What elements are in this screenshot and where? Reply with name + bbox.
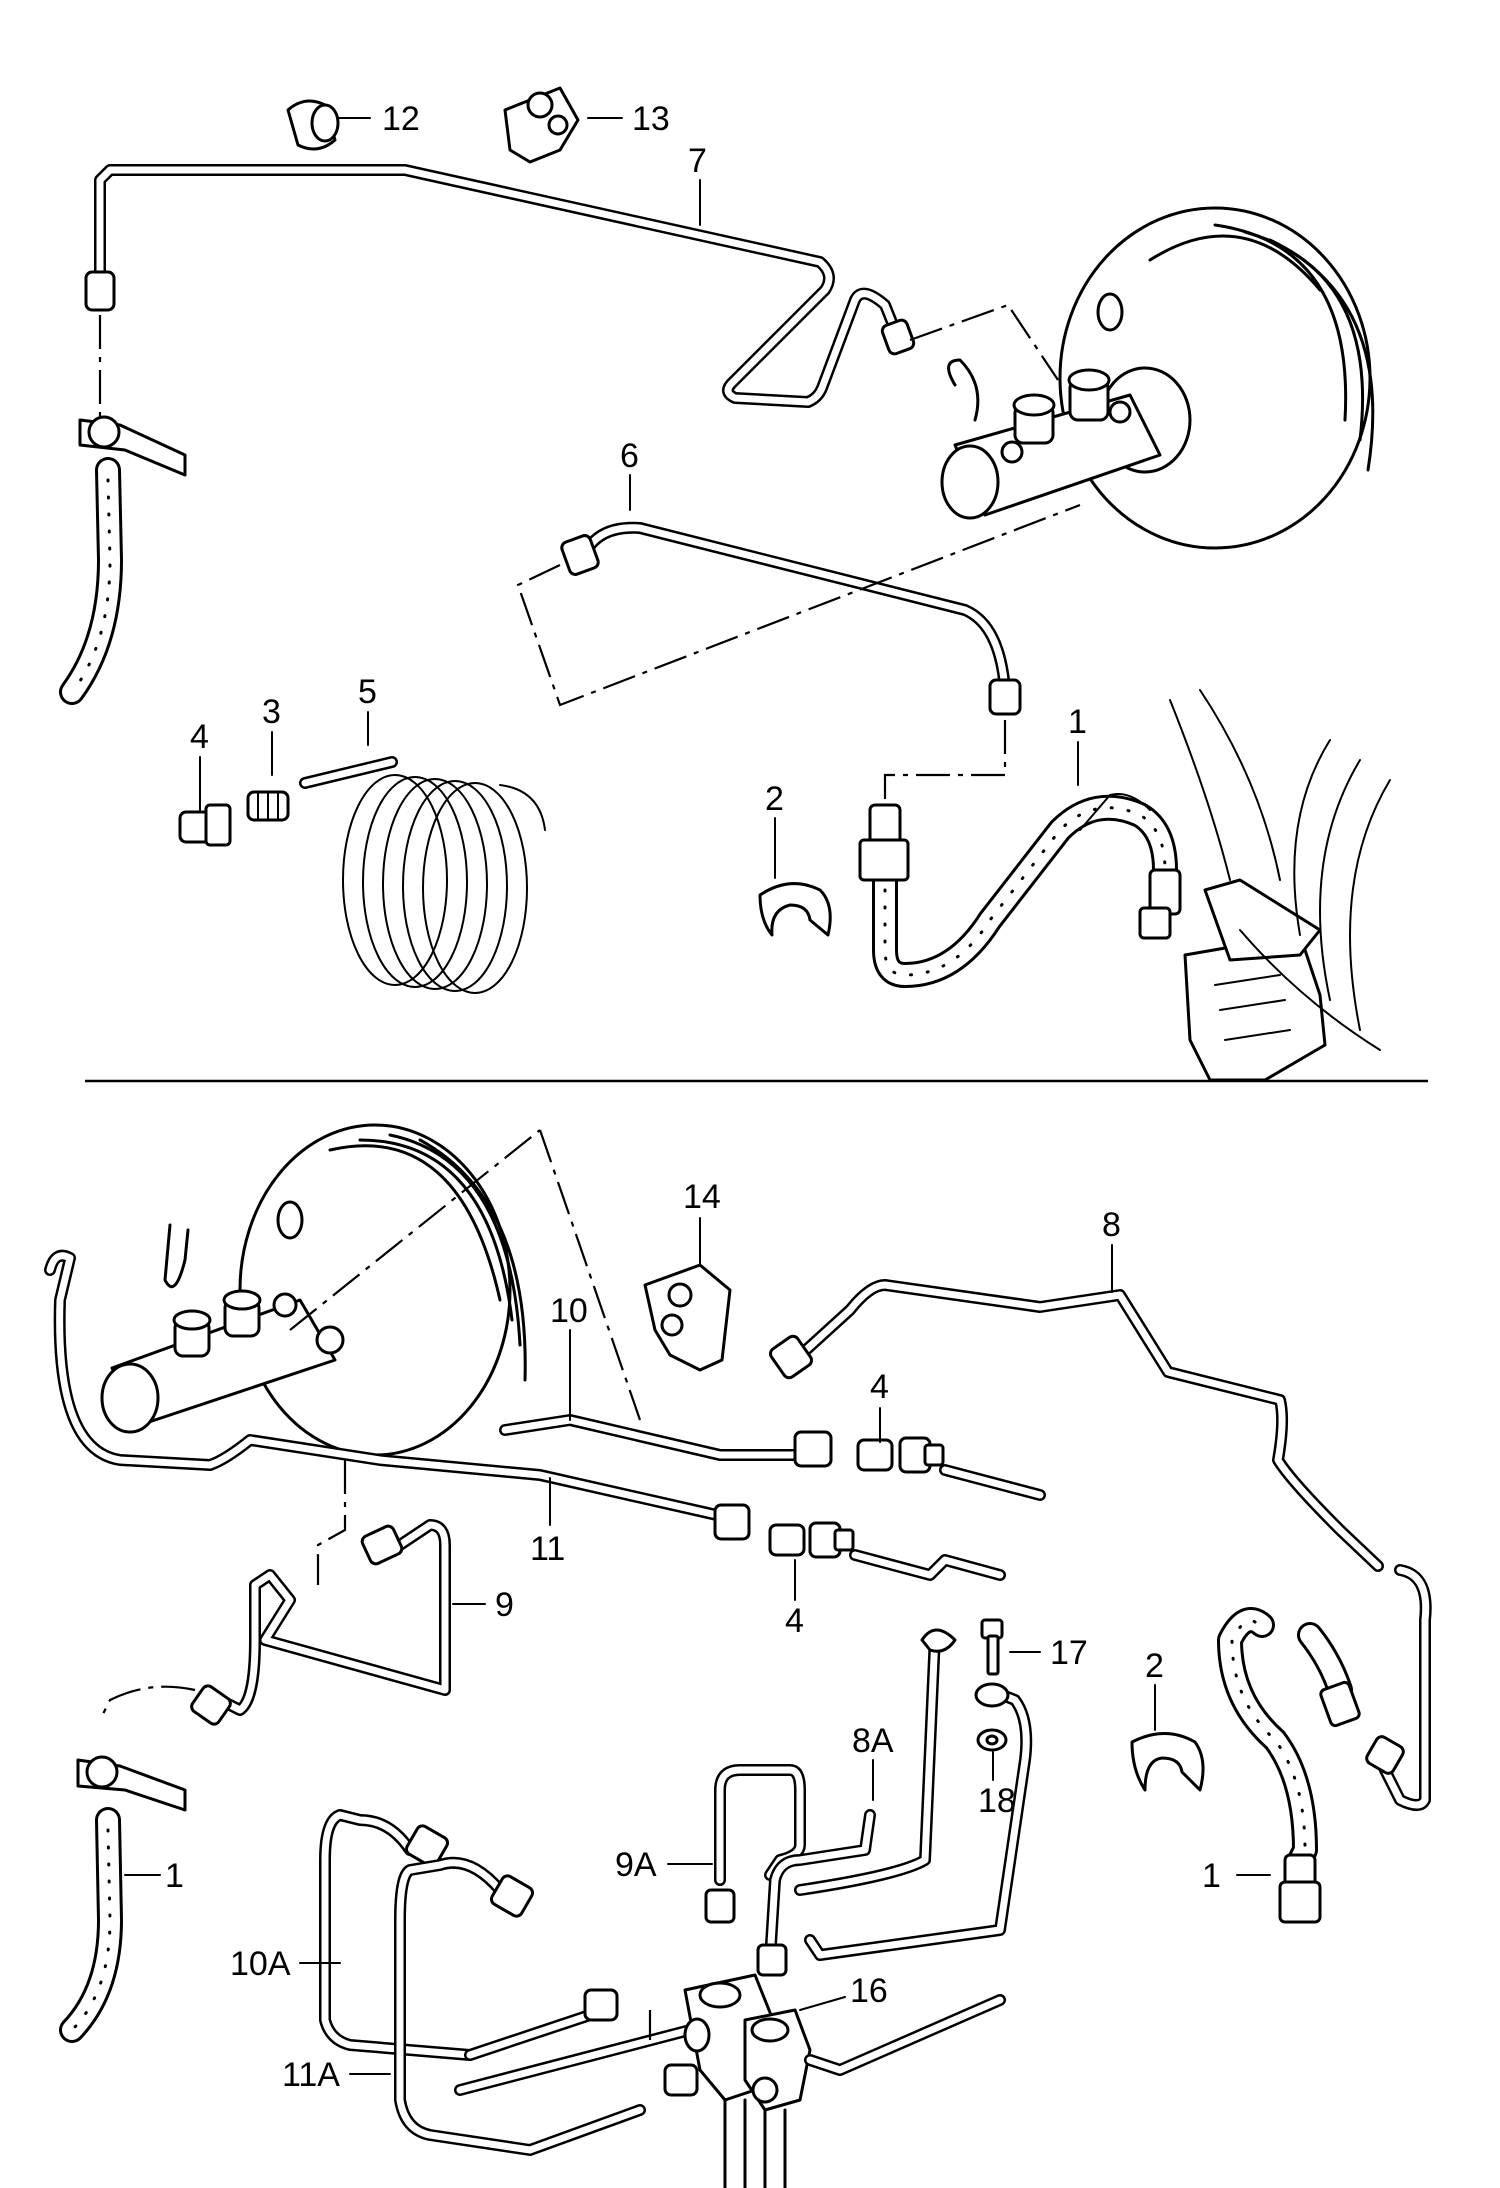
brake-hose-1-upper	[858, 794, 1182, 988]
label-part-4-mid-a: 4	[870, 1368, 889, 1406]
brake-caliper-upper	[1079, 689, 1391, 1082]
label-part-11a: 11A	[282, 2056, 340, 2094]
label-part-9a: 9A	[615, 1846, 657, 1884]
label-part-6: 6	[620, 437, 639, 475]
part-number-labels: 12 13 7 6 5 3 4 1 2 14 8 10 4 11 9 4 17 …	[165, 100, 1221, 2094]
label-part-4-upper: 4	[190, 718, 209, 756]
brake-pipe-7	[84, 164, 916, 408]
pipe-clip-13	[503, 86, 580, 164]
leader-dash-mc-lower	[289, 1129, 541, 1331]
brake-pipe-10a	[319, 1809, 619, 2061]
label-part-9: 9	[495, 1586, 514, 1624]
brake-pipe-11a	[394, 1856, 699, 2156]
brake-hose-1-lower-right	[1217, 1607, 1361, 1924]
label-part-10a: 10A	[230, 1945, 291, 1983]
label-part-8a: 8A	[852, 1722, 894, 1760]
brake-hose-upper-left	[59, 415, 187, 705]
label-part-18: 18	[978, 1782, 1016, 1820]
grommet-2-upper	[758, 882, 832, 937]
label-part-7: 7	[688, 142, 707, 180]
leader-dash-pipe9	[316, 1460, 347, 1585]
label-part-14: 14	[683, 1178, 721, 1216]
brake-pipe-6	[560, 521, 1022, 716]
connectors-4-lower-mid	[768, 1521, 1006, 1581]
brake-pipe-8	[768, 1279, 1432, 1811]
brake-pipe-10	[499, 1414, 833, 1468]
label-part-13: 13	[632, 100, 670, 138]
union-nut-3	[246, 790, 290, 822]
grommet-12	[286, 99, 340, 151]
brake-hose-1-lower-left	[59, 1755, 187, 2043]
leader-dash-pipe6	[516, 503, 1081, 707]
leader-dash-hose1-upper	[883, 720, 1007, 805]
leader-dash-hose1-lower	[99, 1685, 196, 1721]
label-part-17: 17	[1050, 1634, 1088, 1672]
label-part-2-lower: 2	[1145, 1647, 1164, 1685]
label-part-2-upper: 2	[765, 780, 784, 818]
distribution-piece-16	[683, 1973, 1006, 2188]
label-part-16: 16	[850, 1972, 888, 2010]
callout-leaders	[124, 117, 1271, 2075]
label-part-1-upper: 1	[1068, 703, 1087, 741]
connector-4-upper	[178, 803, 232, 847]
brake-pipe-11	[44, 1249, 751, 1541]
label-part-1-lower-left: 1	[165, 1857, 184, 1895]
label-part-3: 3	[262, 693, 281, 731]
label-part-12: 12	[382, 100, 420, 138]
bolt-17	[980, 1618, 1004, 1676]
brake-pipe-8a	[794, 1628, 1033, 1961]
connectors-4-upper-mid	[856, 1436, 1046, 1501]
label-part-1-lower-right: 1	[1202, 1857, 1221, 1895]
label-part-5: 5	[358, 673, 377, 711]
label-part-4-mid-b: 4	[785, 1602, 804, 1640]
master-cylinder-lower	[100, 1223, 345, 1434]
brake-booster-lower	[238, 1123, 527, 1457]
pipe-clip-14	[643, 1263, 732, 1372]
grommet-2-lower	[1130, 1732, 1205, 1792]
label-part-8: 8	[1102, 1206, 1121, 1244]
label-part-11: 11	[530, 1530, 565, 1568]
label-part-10: 10	[550, 1292, 588, 1330]
leader-dash-pipe10	[538, 1129, 642, 1421]
brake-pipe-9	[190, 1519, 451, 1726]
washer-18	[976, 1728, 1008, 1752]
brake-pipe-coil-5	[299, 756, 546, 994]
master-cylinder-upper	[940, 358, 1162, 520]
brake-pipe-9a	[704, 1764, 876, 1977]
leader-dash-mc-upper	[909, 303, 1059, 381]
